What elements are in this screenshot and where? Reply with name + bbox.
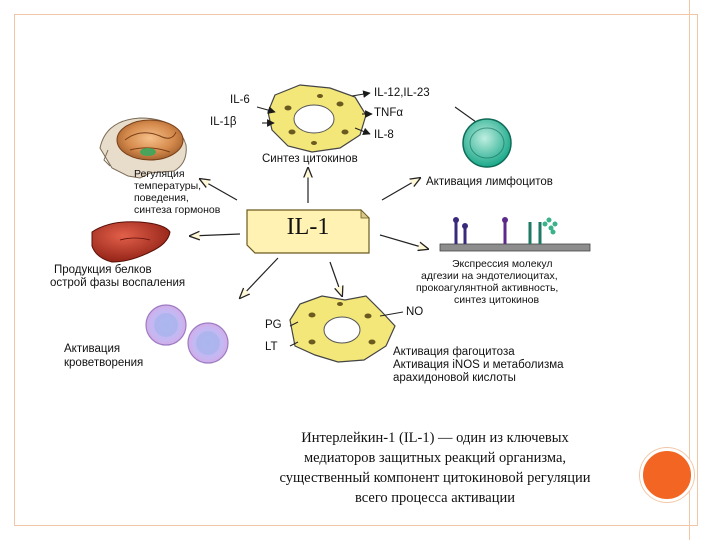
caption-line-4: всего процесса активации bbox=[355, 490, 515, 506]
label-il1b: IL-1β bbox=[210, 116, 237, 128]
lymphocyte-link bbox=[454, 106, 477, 123]
endothelium-illustration bbox=[439, 217, 591, 252]
label-no: NO bbox=[406, 306, 424, 318]
il12-arrow bbox=[351, 90, 371, 98]
lymphocyte-caption: Активация лимфоцитов bbox=[426, 176, 553, 188]
liver-line-1: Продукция белков bbox=[54, 264, 152, 276]
top-cell bbox=[267, 84, 367, 153]
liver-line-2: острой фазы воспаления bbox=[50, 277, 186, 289]
il6-arrow bbox=[256, 106, 276, 114]
brain-illustration bbox=[99, 117, 187, 179]
phagocyte-line-3: арахидоновой кислоты bbox=[393, 372, 516, 384]
brain-line-1: Регуляция bbox=[134, 168, 185, 180]
caption-line-3: существенный компонент цитокиновой регул… bbox=[279, 470, 591, 486]
blood-line-1: Активация bbox=[64, 343, 121, 355]
decorative-circle bbox=[640, 448, 694, 502]
arrow-to-liver bbox=[190, 234, 241, 236]
caption-line-2: медиаторов защитных реакций организма, bbox=[303, 450, 567, 466]
il8-arrow bbox=[354, 127, 371, 136]
endothelium-line-4: синтез цитокинов bbox=[454, 294, 540, 306]
brain-line-3: поведения, bbox=[134, 192, 189, 204]
label-il12-il23: IL-12,IL-23 bbox=[374, 87, 430, 99]
blood-line-2: кроветворения bbox=[64, 357, 144, 369]
brain-line-4: синтеза гормонов bbox=[134, 204, 221, 216]
lt-link bbox=[289, 341, 299, 347]
label-il6: IL-6 bbox=[230, 94, 250, 106]
blood-cells bbox=[145, 304, 229, 364]
lymphocyte-cell bbox=[462, 118, 512, 168]
slide-caption: Интерлейкин-1 (IL-1) — один из ключевых … bbox=[230, 428, 640, 508]
center-box-shape bbox=[246, 209, 370, 254]
phagocyte-line-2: Активация iNOS и метаболизма bbox=[393, 359, 564, 371]
no-link bbox=[379, 311, 404, 317]
top-cell-caption: Синтез цитокинов bbox=[262, 153, 358, 165]
label-tnfa: TNFα bbox=[374, 107, 404, 119]
arrow-to-lymphocyte bbox=[381, 178, 420, 201]
caption-line-1: Интерлейкин-1 (IL-1) — один из ключевых bbox=[301, 430, 569, 446]
label-lt: LT bbox=[265, 341, 278, 353]
arrow-to-blood bbox=[240, 257, 279, 298]
label-pg: PG bbox=[265, 319, 282, 331]
brain-line-2: температуры, bbox=[134, 180, 202, 192]
arrow-to-phagocyte bbox=[329, 261, 342, 296]
liver-illustration bbox=[91, 221, 171, 263]
endothelium-line-1: Экспрессия молекул bbox=[452, 258, 553, 270]
phagocyte-cell bbox=[289, 295, 396, 363]
center-label: IL-1 bbox=[286, 214, 330, 240]
label-il8: IL-8 bbox=[374, 129, 394, 141]
arrow-to-endothelium bbox=[379, 234, 428, 249]
slide-rail bbox=[689, 0, 690, 540]
endothelium-line-2: адгезии на эндотелиоцитах, bbox=[421, 270, 558, 282]
arrow-to-brain bbox=[200, 179, 238, 201]
pg-link bbox=[289, 321, 299, 327]
endothelium-line-3: прокоагулянтной активность, bbox=[416, 282, 559, 294]
phagocyte-line-1: Активация фагоцитоза bbox=[393, 346, 515, 358]
